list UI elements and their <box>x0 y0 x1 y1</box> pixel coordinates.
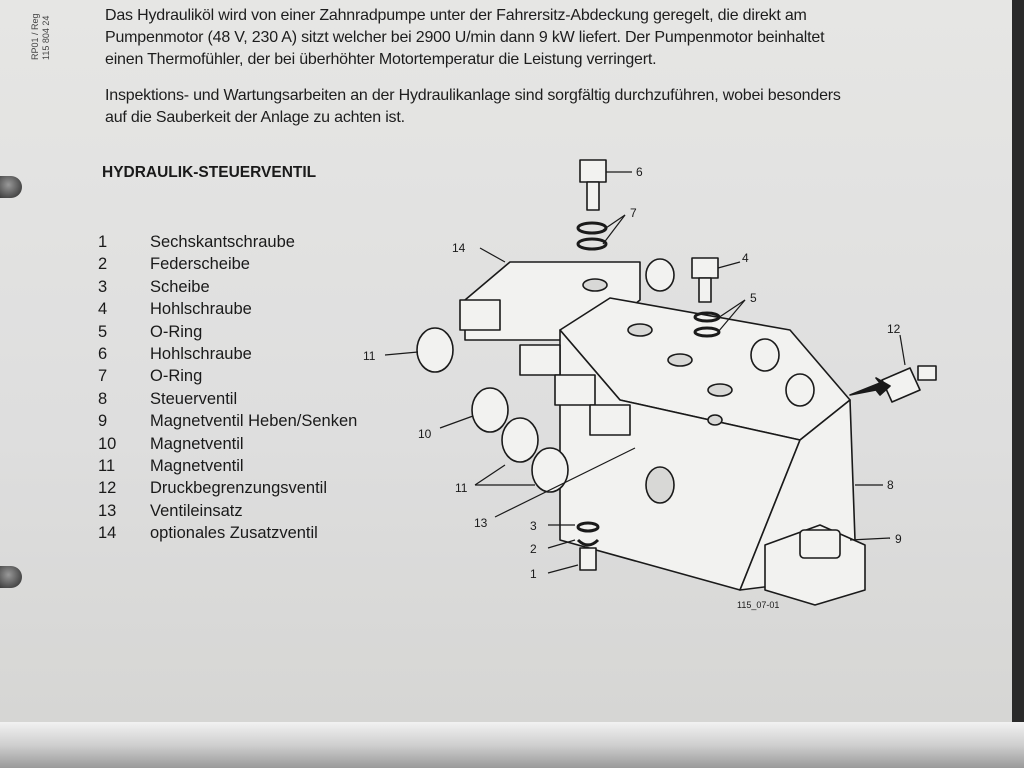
legend-label: Magnetventil <box>150 456 244 475</box>
legend-label: Magnetventil Heben/Senken <box>150 412 358 431</box>
legend-number: 13 <box>98 501 117 520</box>
parts-legend: 1 Sechskantschraube 2 Federscheibe 3 Scheibe 4… <box>94 233 357 546</box>
legend-number: 4 <box>98 300 108 319</box>
legend-item: 12 Druckbegrenzungsventil <box>94 479 357 501</box>
legend-number: 8 <box>98 389 108 408</box>
callout-5: 5 <box>750 291 757 305</box>
legend-item: 14 optionales Zusatzventil <box>94 524 357 546</box>
legend-number: 3 <box>98 277 108 296</box>
text-line: einen Thermofühler, der bei überhöhter M… <box>105 51 657 68</box>
main-valve-front <box>559 329 801 591</box>
legend-item: 8 Steuerventil <box>94 390 357 412</box>
legend-item: 3 Scheibe <box>94 278 357 300</box>
legend-label: O-Ring <box>150 367 203 386</box>
legend-number: 5 <box>98 322 108 341</box>
legend-label: Sechskantschraube <box>150 233 295 251</box>
legend-number: 12 <box>98 479 117 498</box>
callout-1: 1 <box>530 567 537 581</box>
legend-label: Federscheibe <box>150 255 250 274</box>
legend-number: 7 <box>98 367 108 386</box>
hollow-screw-4 <box>691 257 719 279</box>
callout-11: 11 <box>455 481 468 495</box>
callout-2: 2 <box>530 542 537 556</box>
callout-7: 7 <box>630 206 637 220</box>
legend-number: 10 <box>98 434 117 453</box>
page-edge <box>0 722 1024 768</box>
legend-label: O-Ring <box>150 322 203 341</box>
legend-number: 6 <box>98 344 108 363</box>
document-page <box>0 0 1012 722</box>
legend-label: Ventileinsatz <box>150 501 243 520</box>
legend-item: 10 Magnetventil <box>94 435 357 457</box>
callout-12: 12 <box>887 322 901 336</box>
callout-14: 14 <box>452 241 466 255</box>
callout-3: 3 <box>530 519 537 533</box>
legend-number: 1 <box>98 233 108 251</box>
binder-ring <box>0 566 22 588</box>
legend-item: 4 Hohlschraube <box>94 300 357 322</box>
legend-label: optionales Zusatzventil <box>150 524 318 543</box>
callout-9: 9 <box>895 532 902 546</box>
legend-label: Hohlschraube <box>150 300 252 319</box>
legend-item: 11 Magnetventil <box>94 457 357 479</box>
solenoid-coils <box>416 258 815 493</box>
legend-item: 6 Hohlschraube <box>94 345 357 367</box>
legend-item: 13 Ventileinsatz <box>94 502 357 524</box>
legend-label: Steuerventil <box>150 389 238 408</box>
callout-10: 10 <box>418 427 432 441</box>
legend-number: 9 <box>98 412 108 431</box>
intro-paragraph: Das Hydrauliköl wird von einer Zahnradpu… <box>105 5 825 71</box>
hollow-screw-6 <box>579 159 607 183</box>
text-line: Inspektions- und Wartungsarbeiten an der… <box>105 87 841 104</box>
legend-label: Hohlschraube <box>150 344 252 363</box>
legend-label: Magnetventil <box>150 434 244 453</box>
pressure-relief-valve <box>881 367 921 403</box>
figure-id: 115_07-01 <box>737 600 779 610</box>
callout-4: 4 <box>742 251 749 265</box>
legend-item: 7 O-Ring <box>94 367 357 389</box>
legend-item: 1 Sechskantschraube <box>94 233 357 255</box>
legend-item: 5 O-Ring <box>94 323 357 345</box>
hex-screw-1 <box>579 547 597 571</box>
legend-label: Druckbegrenzungsventil <box>150 479 328 498</box>
legend-number: 11 <box>98 456 116 475</box>
text-line: auf die Sauberkeit der Anlage zu achten … <box>105 109 405 126</box>
text-line: Pumpenmotor (48 V, 230 A) sitzt welcher … <box>105 29 825 46</box>
section-heading: HYDRAULIK-STEUERVENTIL <box>102 164 317 181</box>
legend-number: 14 <box>98 524 117 543</box>
text-line: Das Hydrauliköl wird von einer Zahnradpu… <box>105 7 807 24</box>
legend-label: Scheibe <box>150 277 210 296</box>
callout-6: 6 <box>636 165 643 179</box>
legend-number: 2 <box>98 255 108 274</box>
binder-ring <box>0 176 22 198</box>
callout-8: 8 <box>887 478 894 492</box>
callout-11: 11 <box>363 349 376 363</box>
maintenance-paragraph: Inspektions- und Wartungsarbeiten an der… <box>105 85 841 129</box>
legend-item: 2 Federscheibe <box>94 255 357 277</box>
legend-item: 9 Magnetventil Heben/Senken <box>94 412 357 434</box>
callout-13: 13 <box>474 516 488 530</box>
